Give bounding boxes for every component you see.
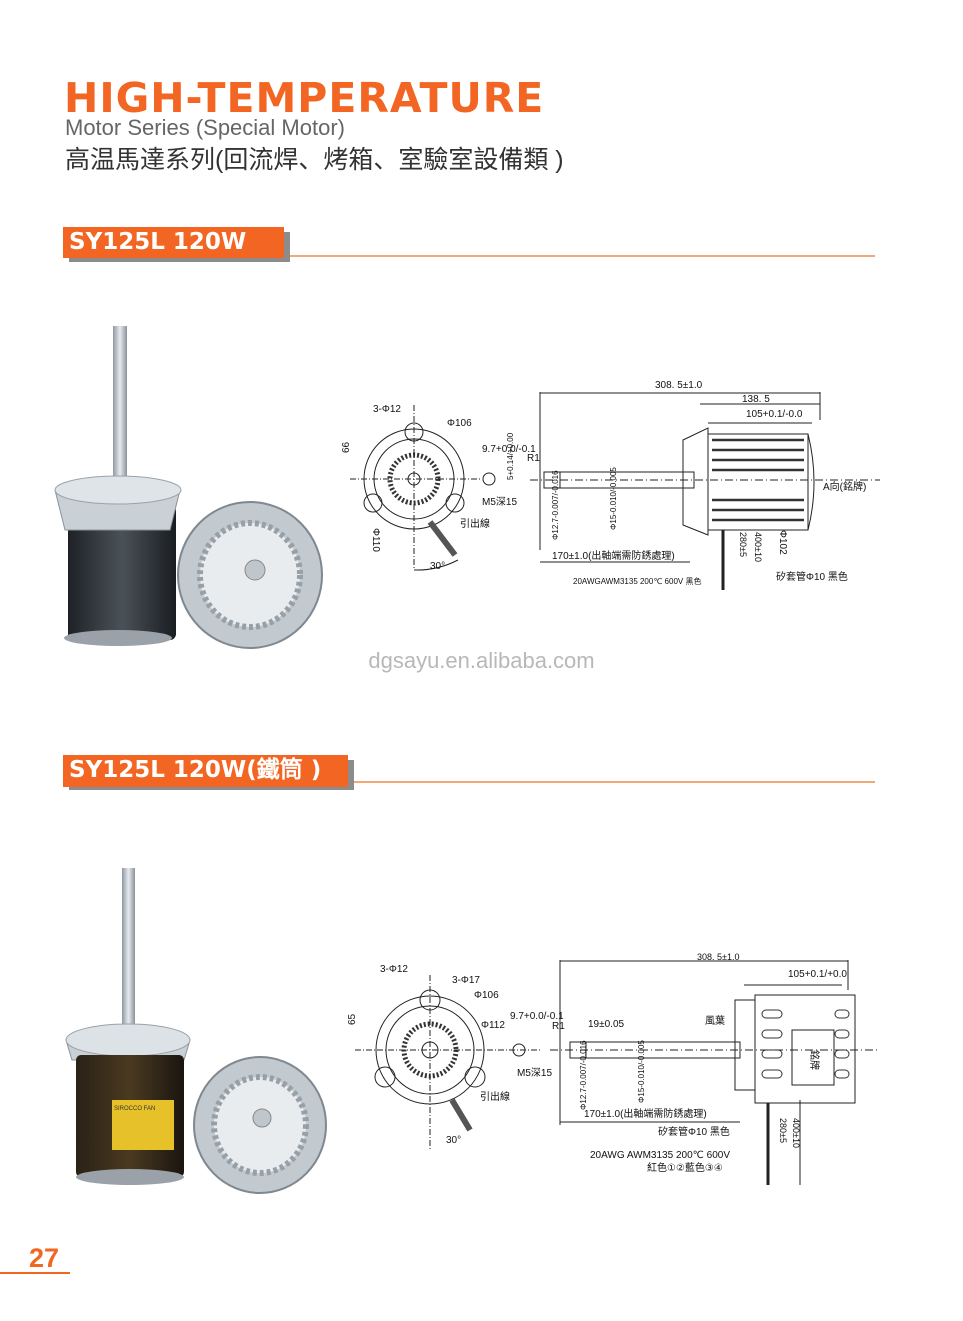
section-divider xyxy=(354,781,875,783)
page-number-rule xyxy=(0,1272,70,1274)
dim-height: 66 xyxy=(341,441,352,453)
dim-height: 65 xyxy=(347,1013,358,1025)
dim-body-length: 138. 5 xyxy=(742,394,770,405)
fan-label: 風葉 xyxy=(705,1016,725,1027)
dim-shaft-tip: Φ12.7-0.007/-0.016 xyxy=(579,1040,588,1110)
dim-shaft-length: 170±1.0(出軸端需防銹處理) xyxy=(584,1109,707,1120)
dim-lead-400: 400±10 xyxy=(753,532,763,562)
wire-colors: 紅色①②藍色③④ xyxy=(647,1163,723,1174)
lead-label: 引出線 xyxy=(480,1092,510,1103)
sleeve-note: 矽套管Φ10 黑色 xyxy=(776,572,848,583)
dim-angle: 30° xyxy=(446,1135,462,1146)
dim-tip-length: 19±0.05 xyxy=(588,1019,625,1030)
dim-stator-length: 105+0.1/-0.0 xyxy=(746,409,803,420)
page-subtitle: Motor Series (Special Motor) xyxy=(65,115,345,140)
dim-tap: M5深15 xyxy=(517,1068,553,1079)
lead-label: 引出線 xyxy=(460,519,490,530)
watermark: dgsayu.en.alibaba.com xyxy=(368,648,595,673)
technical-drawing-1 xyxy=(350,392,880,590)
dim-holes: 3-Φ12 xyxy=(380,964,408,975)
sleeve-note: 矽套管Φ10 黑色 xyxy=(658,1127,730,1138)
section-title-1: SY125L 120W xyxy=(63,227,284,258)
dim-shaft-dia: Φ15-0.010/-0.005 xyxy=(609,467,618,530)
dim-lead-400: 400±10 xyxy=(791,1118,801,1148)
dim-holes: 3-Φ12 xyxy=(373,404,401,415)
view-note: A向(銘牌) xyxy=(823,482,867,493)
dim-shaft-length: 170±1.0(出軸端需防銹處理) xyxy=(552,551,675,562)
dim-stator-length: 105+0.1/+0.0 xyxy=(788,969,847,980)
dim-pcd: Φ106 xyxy=(447,418,472,429)
dim-overall-length: 308. 5±1.0 xyxy=(655,380,703,391)
dim-body-dia: Φ102 xyxy=(777,530,788,555)
page-number: 27 xyxy=(29,1243,60,1273)
photo-label: SIROCCO FAN xyxy=(114,1106,155,1112)
wire-spec: 20AWG AWM3135 200℃ 600V xyxy=(590,1150,731,1161)
dim-key-width: 9.7+0.0/-0.1 xyxy=(482,444,536,455)
page-title: HIGH-TEMPERATURE xyxy=(64,74,545,122)
page-subtitle-chinese: 高温馬達系列(回流焊、烤箱、室驗室設備類 ) xyxy=(65,146,564,174)
dim-overall-length: 308. 5±1.0 xyxy=(697,952,740,962)
dim-shaft-dia: Φ15-0.010/-0.005 xyxy=(637,1040,646,1103)
dim-shaft-tip: Φ12.7-0.007/-0.016 xyxy=(551,470,560,540)
dim-angle: 30° xyxy=(430,561,446,572)
dim-flange-dia: Φ110 xyxy=(370,528,381,552)
dim-holes-2: 3-Φ17 xyxy=(452,975,480,986)
dim-flat: 5+0.14/+0.00 xyxy=(506,432,515,480)
motor-photo-1 xyxy=(54,326,323,649)
dim-lead-280: 280±5 xyxy=(778,1118,788,1143)
section-title-2: SY125L 120W(鐵筒 ) xyxy=(63,755,348,787)
section-divider xyxy=(290,255,875,257)
dim-key-width: 9.7+0.0/-0.1 xyxy=(510,1011,564,1022)
dim-radius: R1 xyxy=(552,1021,565,1032)
dim-tap: M5深15 xyxy=(482,497,518,508)
dim-radius: R1 xyxy=(527,453,540,464)
technical-drawing-2 xyxy=(355,960,880,1185)
motor-photo-2: SIROCCO FAN xyxy=(65,868,327,1194)
blower-wheel-2 xyxy=(193,1056,327,1194)
blower-wheel-1 xyxy=(177,501,323,649)
dim-outer-dia: Φ112 xyxy=(481,1020,505,1031)
dim-lead-280: 280±5 xyxy=(738,532,748,557)
dim-pcd: Φ106 xyxy=(474,990,499,1001)
wire-spec: 20AWGAWM3135 200℃ 600V 黑色 xyxy=(573,577,702,586)
nameplate-label: 銘牌 xyxy=(808,1050,819,1070)
